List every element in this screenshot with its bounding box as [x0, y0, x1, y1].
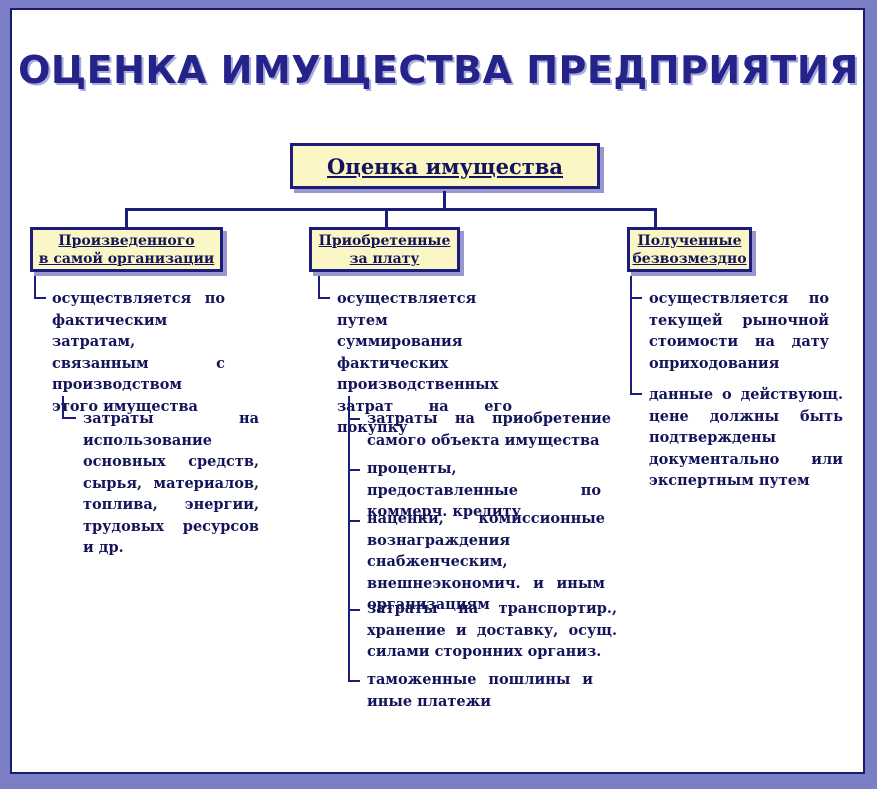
bracket-purchased-main-v — [318, 276, 320, 298]
bracket-produced-main-v — [34, 276, 36, 298]
connector-horizontal — [125, 208, 657, 211]
category-free-line1: Полученные — [637, 232, 742, 249]
root-node-label: Оценка имущества — [327, 153, 563, 179]
bracket-purchased-sub-h3 — [348, 520, 360, 522]
connector-root-down — [443, 191, 446, 209]
category-purchased-line1: Приобретенные — [318, 232, 451, 249]
connector-branch-1 — [125, 208, 128, 228]
page-title: ОЦЕНКА ИМУЩЕСТВА ПРЕДПРИЯТИЯ — [18, 48, 859, 92]
purchased-subitem-1: затраты на приобретение самого объекта и… — [367, 410, 611, 449]
bracket-purchased-sub-h4 — [348, 609, 360, 611]
bracket-produced-sub-v — [62, 396, 64, 418]
produced-subitem-1: затраты на использование основных средст… — [83, 410, 259, 556]
connector-branch-3 — [654, 208, 657, 228]
purchased-subitem-2: проценты, предоставленные по коммерч. кр… — [367, 460, 601, 520]
connector-branch-2 — [385, 208, 388, 228]
category-purchased-line2: за плату — [349, 250, 420, 267]
bracket-free-h1 — [630, 297, 642, 299]
category-produced-line2: в самой организации — [38, 250, 215, 267]
produced-item-1: осуществляется по фактическим затратам, … — [52, 290, 225, 415]
purchased-subitem-4: затраты на транспортир., хранение и дост… — [367, 600, 617, 660]
free-item-2: данные о действующ. цене должны быть под… — [649, 386, 843, 489]
bracket-purchased-sub-h2 — [348, 469, 360, 471]
category-produced-line1: Произведенного — [58, 232, 195, 249]
category-free-line2: безвозмездно — [632, 250, 747, 267]
bracket-free-v — [630, 276, 632, 395]
purchased-subitem-3: наценки, комиссионные вознаграждения сна… — [367, 510, 605, 613]
bracket-purchased-main-h — [318, 297, 330, 299]
diagram-frame — [10, 8, 865, 774]
bracket-free-h2 — [630, 393, 642, 395]
bracket-purchased-sub-h1 — [348, 418, 360, 420]
purchased-item-1: осуществляется путем суммирования фактич… — [337, 290, 512, 436]
purchased-subitem-5: таможенные пошлины и иные платежи — [367, 671, 593, 710]
root-node: Оценка имущества — [290, 143, 600, 189]
bracket-produced-main-h — [34, 297, 46, 299]
free-item-1: осуществляется по текущей рыночной стоим… — [649, 290, 829, 372]
bracket-purchased-sub-v — [348, 396, 350, 681]
bracket-purchased-sub-h5 — [348, 680, 360, 682]
bracket-produced-sub-h — [62, 417, 76, 419]
